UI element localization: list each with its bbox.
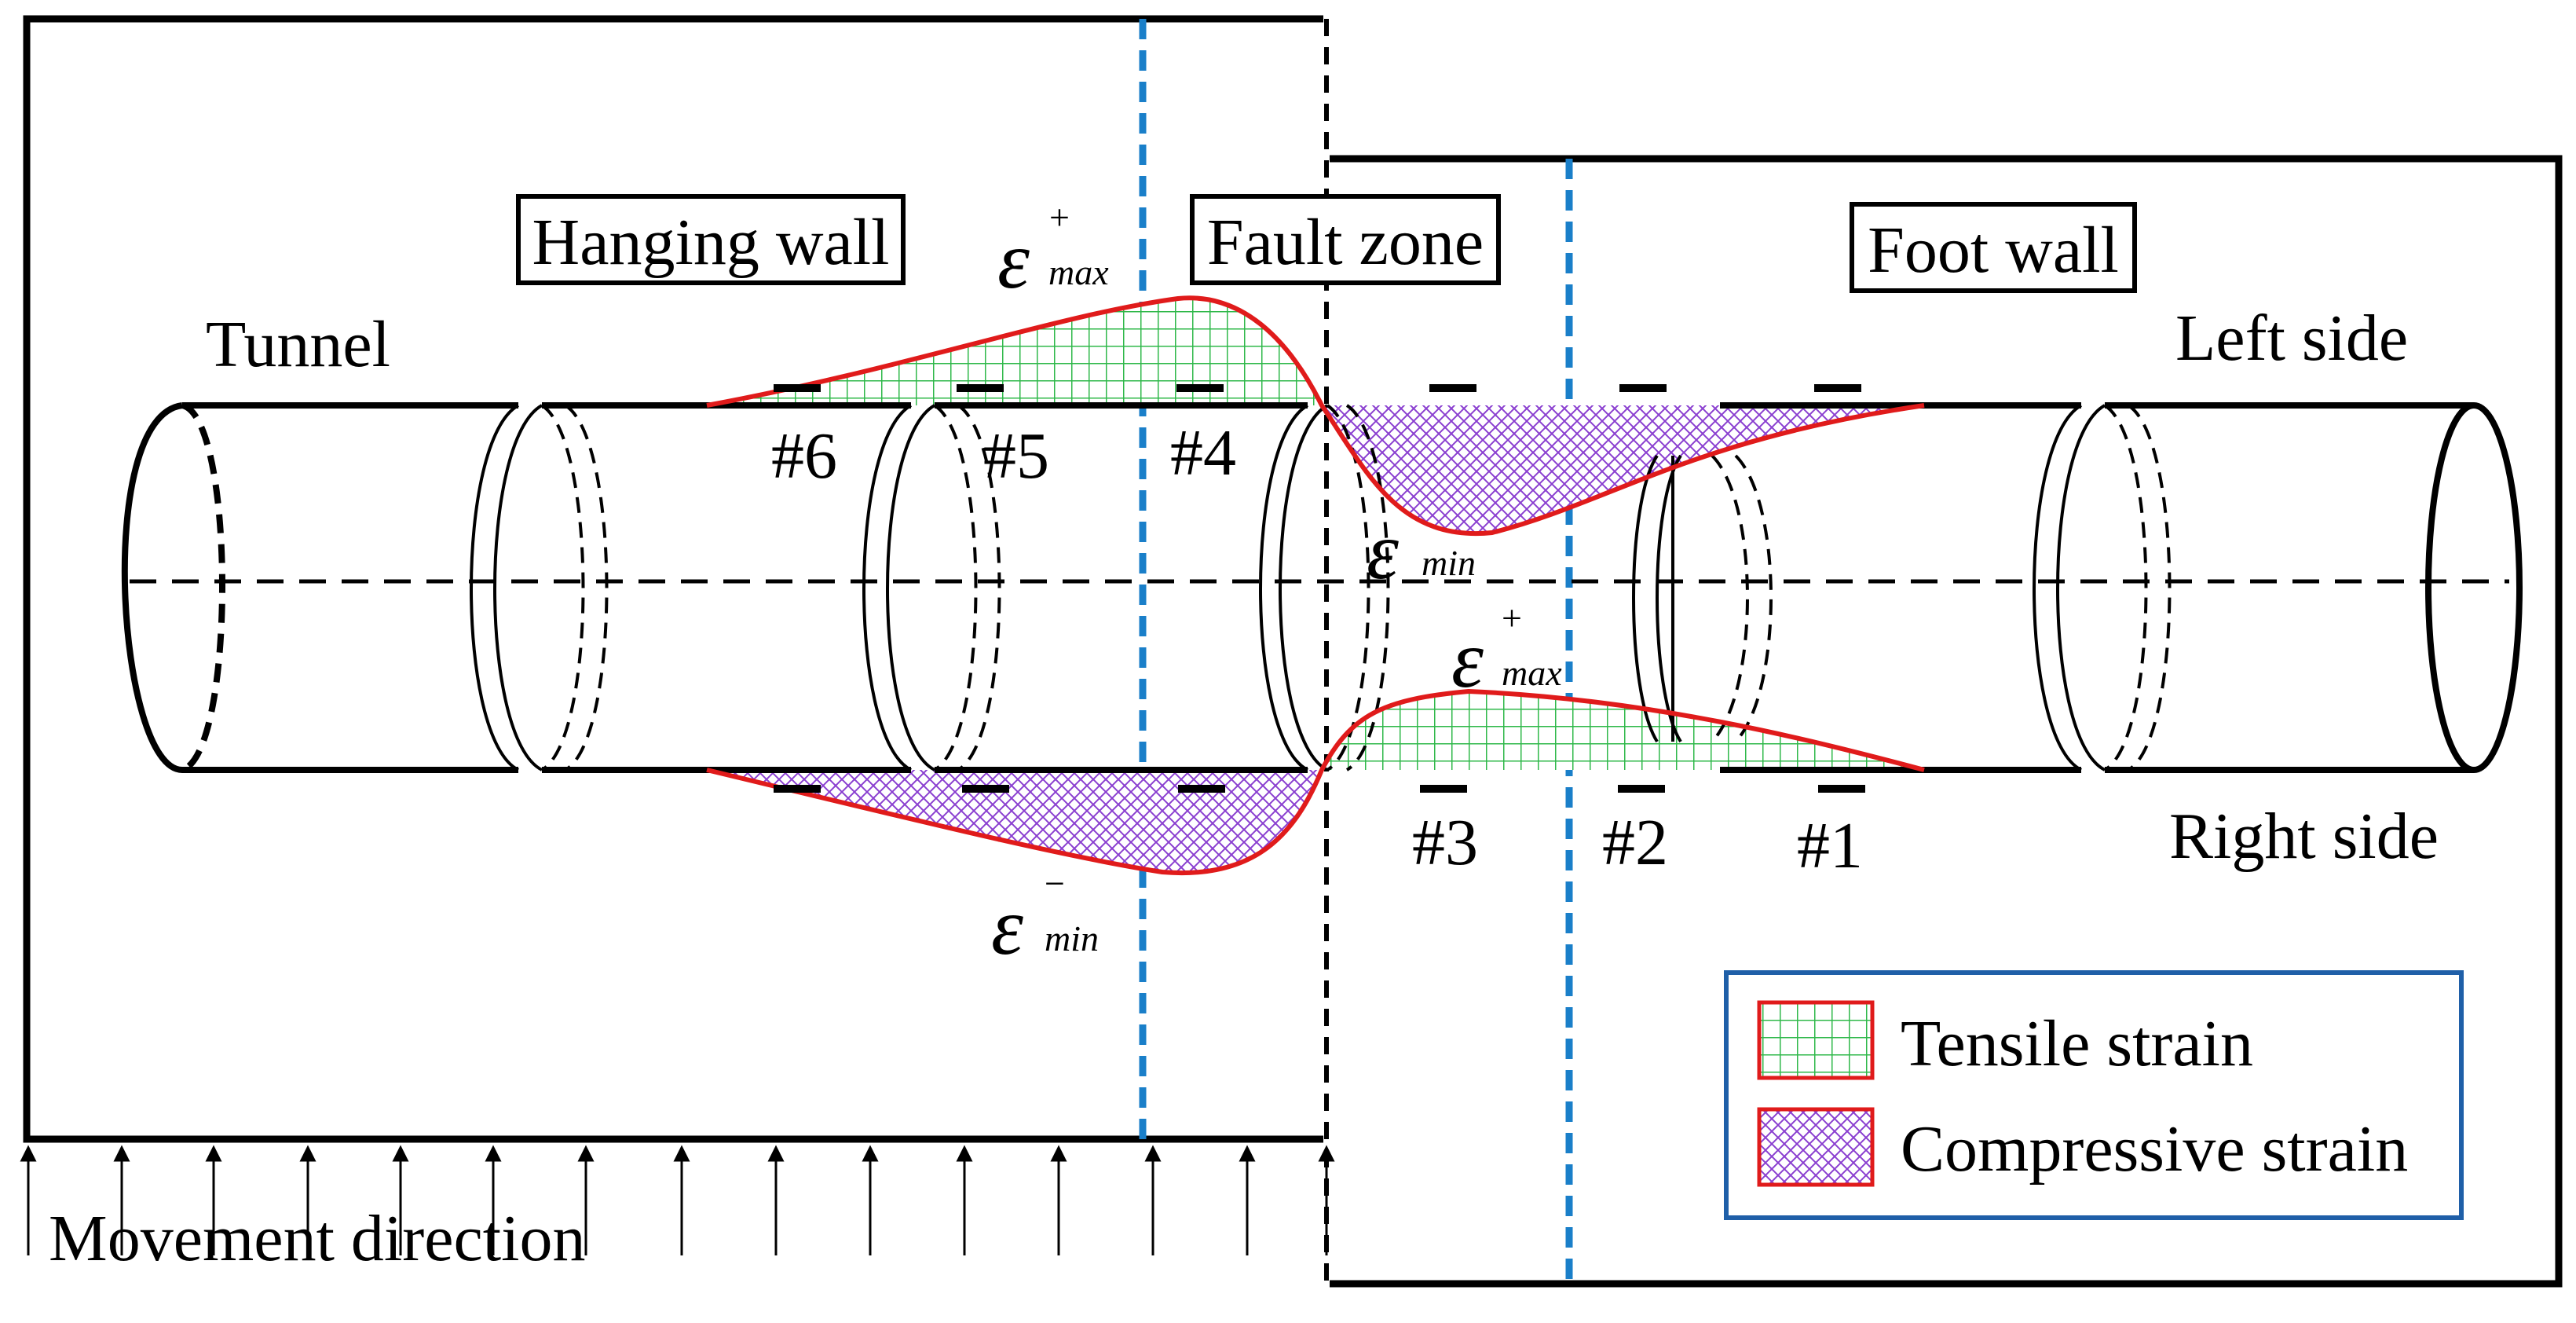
svg-text:+: + — [1502, 598, 1522, 638]
legend-swatch-compressive — [1757, 1107, 1875, 1187]
tunnel-joint-5 — [2033, 404, 2172, 771]
svg-text:+: + — [1049, 197, 1070, 237]
tensile-area-bottom — [1322, 691, 1924, 770]
tunnel-end-right — [2425, 402, 2523, 773]
right-side-label: Right side — [2169, 800, 2439, 873]
gauge-label-3: #3 — [1412, 806, 1478, 879]
tunnel-joint-4 — [1632, 454, 1773, 743]
hanging-wall-label-box: Hanging wall — [516, 194, 906, 285]
fault-zone-label-box: Fault zone — [1190, 194, 1501, 285]
fault-zone-label: Fault zone — [1207, 206, 1484, 279]
foot-wall-label: Foot wall — [1868, 214, 2119, 287]
svg-text:ε: ε — [1367, 506, 1399, 596]
legend: Tensile strain Compressive strain — [1724, 970, 2464, 1220]
tunnel-segment-1 — [121, 402, 518, 773]
eps-max-top-label: ε + max — [997, 197, 1109, 306]
strain-curve-bottom — [706, 688, 1925, 876]
gauge-label-5: #5 — [983, 420, 1049, 493]
eps-max-bottom-label: ε + max — [1451, 598, 1562, 705]
hanging-wall-block — [23, 15, 1323, 1143]
tunnel-joint-1 — [470, 404, 609, 771]
legend-label-tensile: Tensile strain — [1901, 1007, 2253, 1080]
strain-curves — [706, 295, 1925, 876]
legend-swatch-tensile — [1757, 1000, 1875, 1080]
svg-text:min: min — [1045, 918, 1099, 958]
svg-text:max: max — [1048, 252, 1109, 292]
gauge-label-1: #1 — [1797, 809, 1863, 882]
hanging-wall-label: Hanging wall — [532, 206, 890, 279]
svg-text:max: max — [1502, 653, 1562, 693]
foot-wall-block — [1330, 155, 2563, 1288]
left-side-label: Left side — [2175, 302, 2408, 375]
legend-label-compressive: Compressive strain — [1901, 1112, 2408, 1186]
eps-min-bottom-label: ε − min — [991, 863, 1099, 972]
strain-gauges — [774, 384, 1865, 793]
strain-curve-top — [706, 295, 1925, 537]
movement-arrows — [20, 1145, 1335, 1255]
compressive-area-bottom — [707, 770, 1322, 874]
compressive-area-top — [1322, 405, 1924, 534]
tunnel-joint-3 — [1259, 404, 1390, 771]
legend-item-tensile: Tensile strain — [1757, 1000, 2253, 1080]
tunnel-joint-2 — [862, 404, 1001, 771]
gauge-label-2: #2 — [1602, 806, 1668, 879]
svg-text:min: min — [1422, 543, 1476, 583]
legend-item-compressive: Compressive strain — [1757, 1107, 2408, 1187]
svg-text:ε: ε — [1451, 614, 1484, 705]
gauge-label-4: #4 — [1170, 416, 1236, 489]
tunnel — [121, 402, 2523, 773]
svg-text:ε: ε — [997, 215, 1030, 306]
gauge-label-6: #6 — [771, 420, 837, 493]
eps-min-top-label: ε min — [1367, 506, 1476, 596]
foot-wall-label-box: Foot wall — [1850, 202, 2137, 293]
movement-direction-label: Movement direction — [49, 1202, 585, 1275]
svg-text:−: − — [1045, 863, 1065, 903]
tunnel-label: Tunnel — [206, 308, 390, 381]
svg-text:ε: ε — [991, 881, 1023, 972]
tensile-area-top — [707, 298, 1322, 405]
